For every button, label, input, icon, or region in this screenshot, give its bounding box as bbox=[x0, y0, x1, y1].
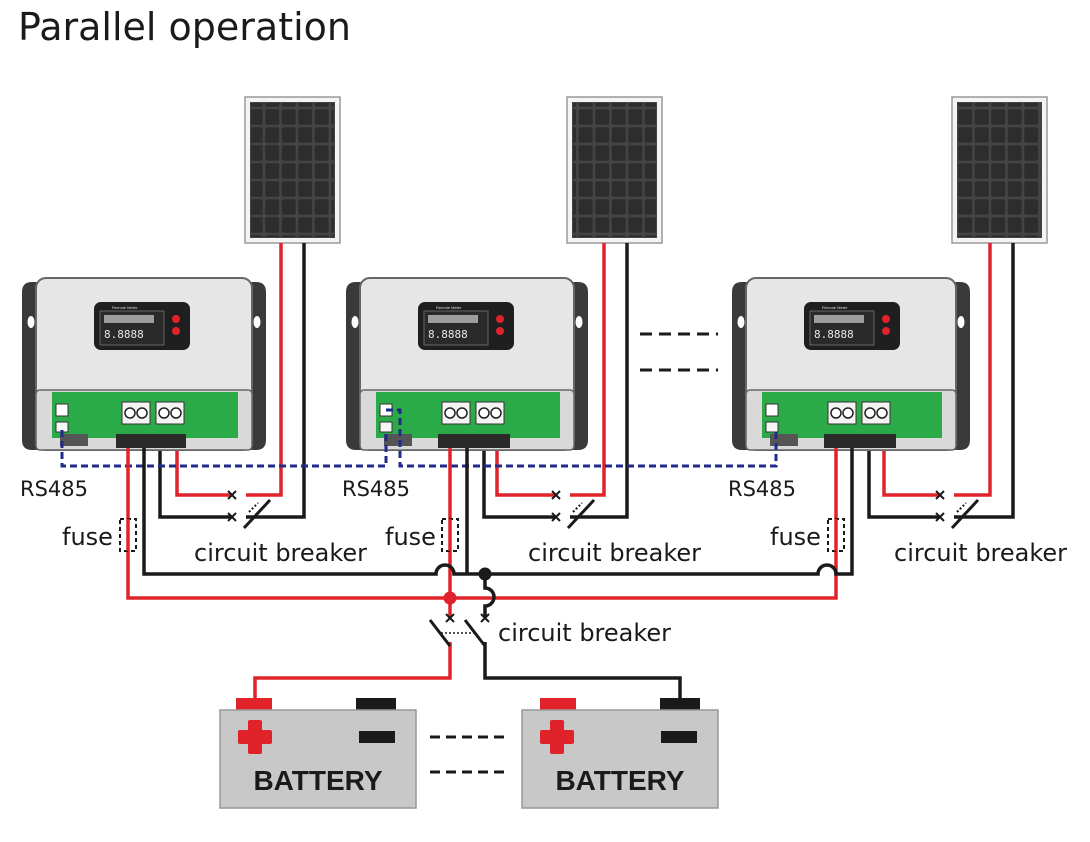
remote-meter-display: Remote Meter 8.8888 bbox=[418, 302, 514, 350]
charge-controller-3: Remote Meter 8.8888 bbox=[732, 277, 970, 451]
page-title: Parallel operation bbox=[18, 5, 351, 49]
positive-junction-dot bbox=[443, 591, 457, 605]
plus-icon bbox=[540, 720, 574, 754]
pv-circuit-breaker-1 bbox=[227, 490, 272, 530]
svg-text:8.8888: 8.8888 bbox=[104, 328, 144, 341]
remote-meter-display: Remote Meter 8.8888 bbox=[94, 302, 190, 350]
battery-circuit-breaker bbox=[428, 613, 490, 647]
svg-text:8.8888: 8.8888 bbox=[814, 328, 854, 341]
battery-breaker-label: circuit breaker bbox=[498, 619, 671, 647]
rs485-link bbox=[60, 408, 778, 468]
rs485-label-1: RS485 bbox=[20, 477, 88, 501]
rs485-label-2: RS485 bbox=[342, 477, 410, 501]
fuse-label-2: fuse bbox=[385, 523, 436, 551]
battery-1: BATTERY bbox=[219, 698, 417, 809]
charge-controller-2: Remote Meter 8.8888 bbox=[346, 277, 588, 451]
pv-wiring bbox=[158, 243, 1015, 519]
fuse-label-1: fuse bbox=[62, 523, 113, 551]
minus-icon bbox=[359, 731, 395, 743]
solar-panel-3 bbox=[951, 96, 1048, 244]
plus-icon bbox=[238, 720, 272, 754]
negative-junction-dot bbox=[478, 567, 492, 581]
solar-panel-2 bbox=[566, 96, 663, 244]
minus-icon bbox=[661, 731, 697, 743]
pv-circuit-breaker-2 bbox=[551, 490, 596, 530]
svg-text:Remote Meter: Remote Meter bbox=[112, 305, 138, 310]
circuit-breaker-label-3: circuit breaker bbox=[894, 539, 1067, 567]
fuse-label-3: fuse bbox=[770, 523, 821, 551]
svg-text:Remote Meter: Remote Meter bbox=[436, 305, 462, 310]
svg-text:8.8888: 8.8888 bbox=[428, 328, 468, 341]
remote-meter-display: Remote Meter 8.8888 bbox=[804, 302, 900, 350]
circuit-breaker-label-2: circuit breaker bbox=[528, 539, 701, 567]
battery-label: BATTERY bbox=[555, 765, 684, 796]
svg-text:Remote Meter: Remote Meter bbox=[822, 305, 848, 310]
more-controllers-indicator bbox=[640, 332, 718, 372]
circuit-breaker-label-1: circuit breaker bbox=[194, 539, 367, 567]
battery-2: BATTERY bbox=[521, 698, 719, 809]
pv-circuit-breaker-3 bbox=[935, 490, 980, 530]
solar-panel-1 bbox=[244, 96, 341, 244]
charge-controller-1: Remote Meter 8.8888 bbox=[22, 277, 266, 451]
rs485-label-3: RS485 bbox=[728, 477, 796, 501]
battery-label: BATTERY bbox=[253, 765, 382, 796]
more-batteries-indicator bbox=[430, 735, 508, 774]
